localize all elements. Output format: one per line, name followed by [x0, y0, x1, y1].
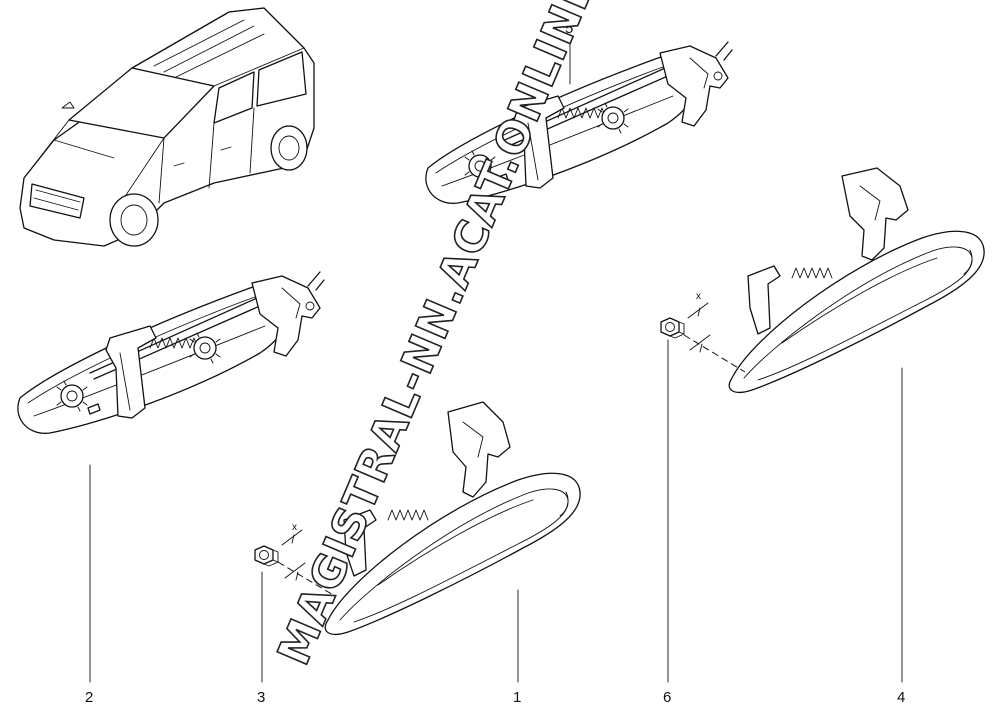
torque-mark-3: x [292, 522, 297, 533]
leader-lines [89, 37, 903, 683]
callout-4: 4 [897, 689, 905, 706]
callout-6: 6 [663, 689, 671, 706]
vehicle-illustration [19, 7, 315, 247]
callout-5: 5 [565, 20, 573, 37]
handle-mechanism-2 [17, 271, 325, 434]
callout-2: 2 [85, 689, 93, 706]
handle-assembly-1 [324, 401, 581, 636]
nut-3 [254, 529, 336, 597]
callout-3: 3 [257, 689, 265, 706]
callout-1: 1 [513, 689, 521, 706]
torque-mark-6: x [696, 291, 701, 302]
nut-6 [660, 302, 746, 373]
handle-assembly-4 [728, 167, 985, 394]
